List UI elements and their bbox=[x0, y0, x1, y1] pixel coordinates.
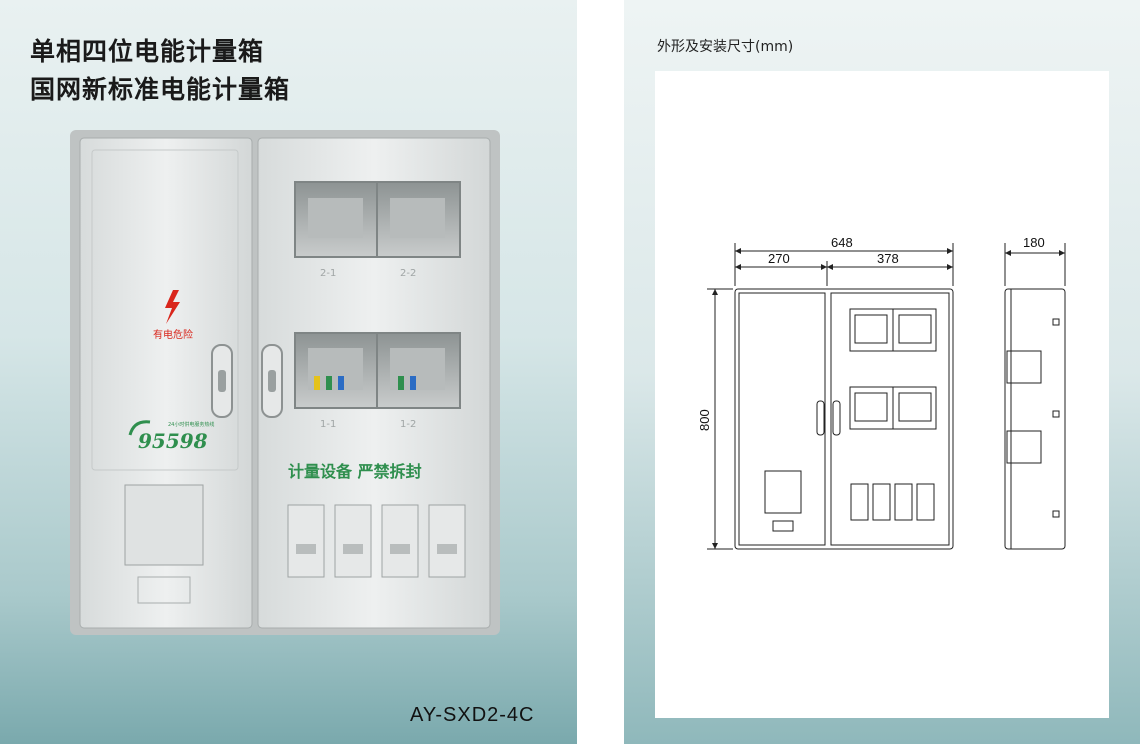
warning-text: 有电危险 bbox=[153, 328, 193, 341]
dim-total-width: 648 bbox=[831, 235, 853, 250]
technical-drawing-area: 648 270 378 180 800 bbox=[655, 71, 1109, 718]
hotline-logo: 95598 bbox=[138, 429, 208, 453]
dim-right-width: 378 bbox=[877, 251, 899, 266]
title-line-1: 单相四位电能计量箱 bbox=[30, 37, 265, 66]
meter-cabinet-illustration: 有电危险 24小时供电服务热线 95598 2-1 2-2 1-1 1- bbox=[70, 130, 500, 635]
left-reading-window bbox=[124, 484, 204, 566]
model-number: AY-SXD2-4C bbox=[410, 704, 535, 726]
window-label-1-1: 1-1 bbox=[320, 419, 336, 430]
window-label-1-2: 1-2 bbox=[400, 419, 416, 430]
seal-warning-text: 计量设备 严禁拆封 bbox=[288, 462, 422, 481]
title-line-2: 国网新标准电能计量箱 bbox=[30, 75, 291, 104]
hotline-sub-text: 24小时供电服务热线 bbox=[168, 421, 214, 428]
product-photo-panel: 单相四位电能计量箱 国网新标准电能计量箱 有电危险 24小时供电服务热线 955… bbox=[0, 0, 577, 744]
left-lower-slot bbox=[137, 576, 191, 604]
dimensions-title: 外形及安装尺寸(mm) bbox=[657, 39, 794, 55]
dimensions-panel: 外形及安装尺寸(mm) bbox=[624, 0, 1140, 744]
lightning-icon bbox=[165, 290, 180, 324]
left-door-emboss bbox=[91, 149, 239, 471]
page-gutter bbox=[577, 0, 624, 744]
window-label-2-2: 2-2 bbox=[400, 268, 416, 279]
technical-drawing: 648 270 378 180 800 bbox=[697, 235, 1066, 550]
window-label-2-1: 2-1 bbox=[320, 268, 336, 279]
breaker-slots bbox=[287, 504, 466, 578]
dim-left-width: 270 bbox=[768, 251, 790, 266]
hotline-swoosh-icon bbox=[128, 420, 151, 436]
dim-depth: 180 bbox=[1023, 235, 1045, 250]
left-door bbox=[79, 137, 253, 629]
dim-height: 800 bbox=[697, 409, 712, 431]
